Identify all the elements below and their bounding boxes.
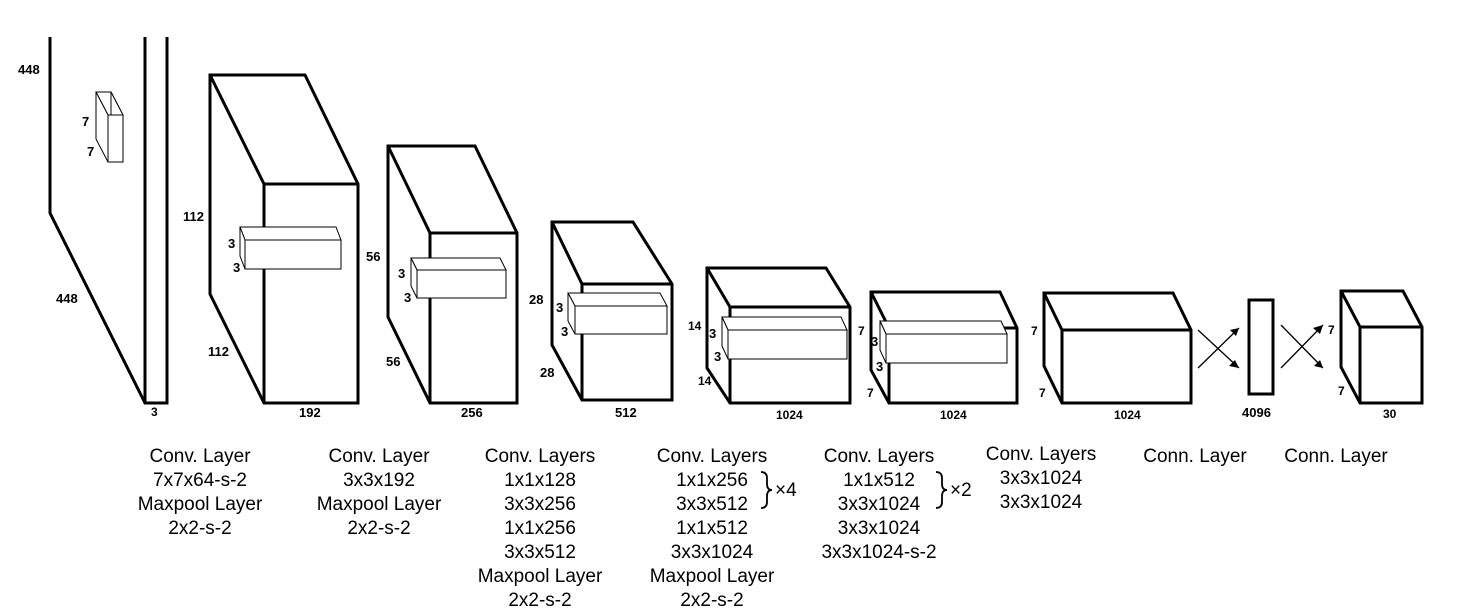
- input-height-label: 448: [18, 62, 40, 77]
- caption-line: Conv. Layers: [657, 446, 768, 467]
- caption-fc-1: Conn. Layer: [1143, 446, 1247, 467]
- caption-line: 1x1x256: [676, 470, 748, 491]
- caption-line: Conv. Layer: [149, 446, 251, 467]
- feature-block-14: 14 14 1024 3 3: [688, 266, 852, 422]
- kernel-3x3: [567, 292, 668, 335]
- connection-arrows-2: [1280, 324, 1324, 369]
- block5-depth-label: 1024: [776, 408, 803, 422]
- block5-kernel-w-label: 3: [714, 349, 721, 364]
- caption-line: 3x3x512: [504, 542, 576, 563]
- caption-line: 2x2-s-2: [508, 590, 571, 611]
- fc-block-4096: 4096: [1242, 298, 1275, 420]
- block2-width-label: 112: [208, 344, 229, 359]
- caption-line: Conv. Layers: [986, 444, 1097, 465]
- repeat-brace-x2: ×2: [935, 471, 972, 509]
- feature-block-28: 28 28 512 3 3: [529, 220, 674, 420]
- caption-line: Conn. Layer: [1143, 446, 1247, 467]
- block4-width-label: 28: [540, 365, 554, 380]
- block4-depth-label: 512: [615, 405, 637, 420]
- block4-kernel-w-label: 3: [561, 324, 568, 339]
- caption-fc-2: Conn. Layer: [1284, 446, 1388, 467]
- block5-height-label: 14: [688, 319, 702, 333]
- block2-height-label: 112: [183, 209, 204, 224]
- caption-line: Maxpool Layer: [317, 494, 442, 515]
- input-depth-label: 3: [151, 405, 158, 419]
- block2-depth-label: 192: [299, 405, 321, 420]
- caption-layer-1: Conv. Layer 7x7x64-s-2 Maxpool Layer 2x2…: [138, 446, 263, 539]
- repeat-x2-label: ×2: [950, 480, 972, 501]
- input-block: 448 448 3 7 7: [18, 37, 169, 419]
- block5-width-label: 14: [698, 374, 712, 388]
- output-width-label: 7: [1338, 384, 1345, 398]
- connection-arrows-1: [1197, 327, 1240, 369]
- caption-line: Maxpool Layer: [478, 566, 603, 587]
- caption-line: 3x3x1024: [838, 494, 921, 515]
- kernel-h-label: 7: [82, 114, 89, 129]
- caption-line: 2x2-s-2: [680, 590, 743, 611]
- output-depth-label: 30: [1383, 407, 1397, 421]
- feature-block-56: 56 56 256 3 3: [366, 144, 519, 420]
- block8-depth-label: 4096: [1242, 405, 1271, 420]
- caption-line: Maxpool Layer: [138, 494, 263, 515]
- block6-kernel-h-label: 3: [871, 334, 878, 349]
- caption-layer-6: Conv. Layers 3x3x1024 3x3x1024: [986, 444, 1097, 513]
- caption-line: 1x1x256: [504, 518, 576, 539]
- block7-depth-label: 1024: [1114, 408, 1141, 422]
- caption-line: 3x3x1024: [838, 518, 921, 539]
- feature-block-112: 112 112 192 3 3: [183, 73, 360, 420]
- block3-width-label: 56: [386, 354, 400, 369]
- kernel-3x3: [410, 257, 507, 299]
- caption-line: 3x3x192: [343, 470, 415, 491]
- repeat-brace-x4: ×4: [760, 471, 797, 509]
- block6-height-label: 7: [858, 324, 865, 338]
- block4-height-label: 28: [529, 292, 543, 307]
- caption-line: 2x2-s-2: [347, 518, 410, 539]
- output-block: 7 7 30: [1328, 289, 1424, 421]
- caption-line: 3x3x512: [676, 494, 748, 515]
- block6-depth-label: 1024: [940, 408, 967, 422]
- repeat-x4-label: ×4: [775, 480, 797, 501]
- block4-kernel-h-label: 3: [556, 300, 563, 315]
- caption-line: 3x3x1024: [1000, 492, 1083, 513]
- caption-layer-3: Conv. Layers 1x1x128 3x3x256 1x1x256 3x3…: [478, 446, 603, 611]
- kernel-w-label: 7: [87, 144, 94, 159]
- block3-depth-label: 256: [461, 405, 483, 420]
- caption-line: 7x7x64-s-2: [153, 470, 247, 491]
- caption-line: 2x2-s-2: [168, 518, 231, 539]
- kernel-3x3: [879, 320, 1008, 364]
- caption-line: Conv. Layers: [485, 446, 596, 467]
- caption-line: 3x3x1024: [671, 542, 754, 563]
- caption-line: Maxpool Layer: [650, 566, 775, 587]
- block7-width-label: 7: [1039, 386, 1046, 400]
- caption-line: 1x1x512: [843, 470, 915, 491]
- kernel-7x7: [95, 91, 124, 163]
- kernel-3x3: [239, 226, 342, 270]
- caption-line: 1x1x128: [504, 470, 576, 491]
- caption-layer-4: Conv. Layers 1x1x256 3x3x512 1x1x512 3x3…: [650, 446, 775, 611]
- caption-line: Conn. Layer: [1284, 446, 1388, 467]
- block3-kernel-h-label: 3: [398, 266, 405, 281]
- block6-kernel-w-label: 3: [876, 359, 883, 374]
- caption-line: 1x1x512: [676, 518, 748, 539]
- caption-line: 3x3x1024: [1000, 468, 1083, 489]
- caption-layer-2: Conv. Layer 3x3x192 Maxpool Layer 2x2-s-…: [317, 446, 442, 539]
- caption-layer-5: Conv. Layers 1x1x512 3x3x1024 3x3x1024 3…: [821, 446, 936, 563]
- caption-line: 3x3x256: [504, 494, 576, 515]
- block2-kernel-h-label: 3: [228, 236, 235, 251]
- input-width-label: 448: [56, 291, 78, 306]
- block5-kernel-h-label: 3: [709, 326, 716, 341]
- block6-width-label: 7: [867, 386, 874, 400]
- caption-line: 3x3x1024-s-2: [821, 542, 936, 563]
- block7-height-label: 7: [1031, 324, 1038, 338]
- kernel-3x3: [721, 316, 848, 360]
- block3-kernel-w-label: 3: [404, 290, 411, 305]
- caption-line: Conv. Layer: [328, 446, 430, 467]
- block3-height-label: 56: [366, 249, 380, 264]
- block2-kernel-w-label: 3: [233, 260, 240, 275]
- feature-block-7a: 7 7 1024 3 3: [858, 290, 1019, 422]
- feature-block-7b: 7 7 1024: [1031, 291, 1193, 422]
- output-height-label: 7: [1328, 323, 1335, 337]
- caption-line: Conv. Layers: [824, 446, 935, 467]
